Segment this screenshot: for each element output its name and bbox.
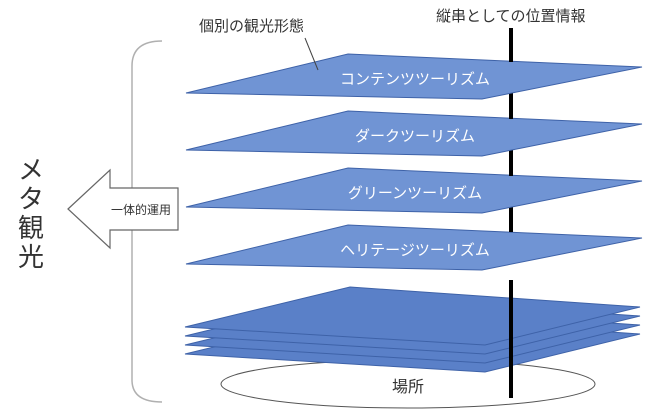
integration-arrow: [67, 168, 179, 250]
layer-4-plane: [185, 224, 643, 271]
layer-1: コンテンツツーリズム: [185, 53, 643, 100]
stack-layer-1: [184, 286, 641, 346]
layer-3-label: グリーンツーリズム: [348, 184, 482, 202]
meta-label-char-4: 光: [18, 243, 44, 273]
layer-3-plane: [185, 167, 643, 214]
top-left-label-pointer: [304, 37, 319, 71]
stacked-layers: [184, 286, 641, 373]
place-label: 場所: [392, 377, 424, 396]
layer-2: ダークツーリズム: [185, 110, 643, 157]
layer-3: グリーンツーリズム: [185, 167, 643, 214]
meta-label-char-2: タ: [18, 185, 44, 215]
top-left-label: 個別の観光形態: [199, 17, 304, 35]
layer-4: ヘリテージツーリズム: [185, 224, 643, 271]
integration-arrow-label: 一体的運用: [111, 202, 171, 217]
layer-1-plane: [185, 53, 643, 100]
meta-label-char-1: メ: [18, 156, 44, 186]
meta-label-char-3: 観: [18, 214, 44, 244]
layer-1-label: コンテンツツーリズム: [340, 70, 490, 88]
layer-2-plane: [185, 110, 643, 157]
layer-4-label: ヘリテージツーリズム: [340, 241, 490, 259]
layer-2-label: ダークツーリズム: [355, 127, 475, 145]
vertical-axis-label: 縦串としての位置情報: [436, 7, 586, 25]
